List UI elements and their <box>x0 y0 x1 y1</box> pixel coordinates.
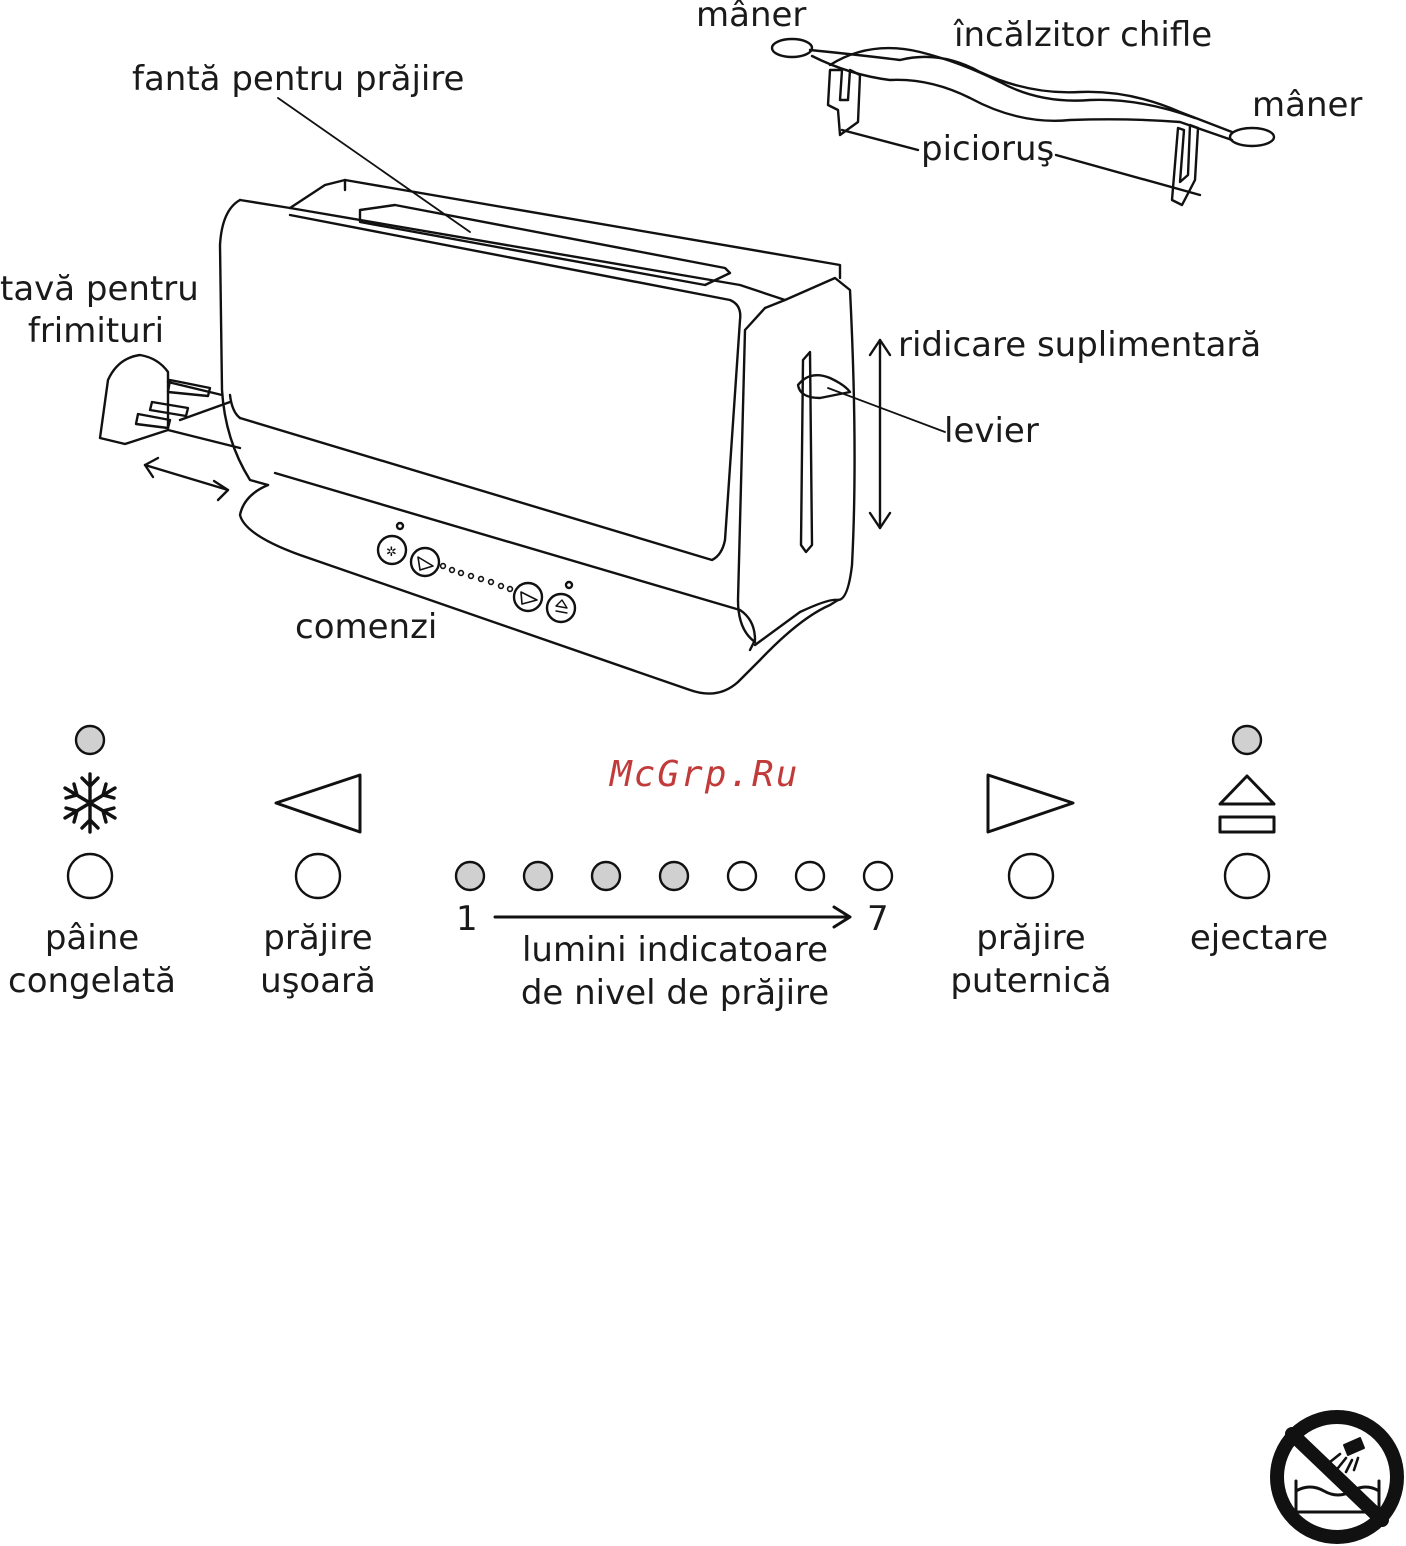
label-lever: levier <box>944 410 1039 452</box>
label-indicator-line2: de nivel de prăjire <box>500 972 850 1014</box>
eject-led <box>1233 726 1261 754</box>
label-dark-toast-line1: prăjire <box>938 917 1124 959</box>
label-indicator-line1: lumini indicatoare <box>500 929 850 971</box>
label-frozen-line1: pâine <box>0 917 184 959</box>
label-leg: picioruş <box>921 128 1054 170</box>
snowflake-icon <box>65 774 115 832</box>
label-handle-left: mâner <box>696 0 806 36</box>
level-lights <box>456 862 892 890</box>
label-toast-slot: fantă pentru prăjire <box>132 58 464 100</box>
level-light-4 <box>660 862 688 890</box>
label-scale-end: 7 <box>867 898 889 940</box>
crumb-tray[interactable] <box>100 355 168 444</box>
no-water-immersion-icon <box>1277 1417 1397 1537</box>
triangle-right-icon <box>988 775 1073 832</box>
bun-warmer-illustration <box>772 39 1274 205</box>
dark-toast-button[interactable] <box>1009 854 1053 898</box>
leg-left <box>828 70 860 135</box>
lever[interactable] <box>798 375 850 398</box>
label-controls: comenzi <box>295 606 437 648</box>
toaster-illustration: ✲ <box>100 180 890 694</box>
level-light-7 <box>864 862 892 890</box>
eject-button[interactable] <box>1225 854 1269 898</box>
eject-icon <box>1220 776 1274 832</box>
frozen-led <box>76 726 104 754</box>
label-crumb-tray-line2: frimituri <box>0 310 192 352</box>
label-dark-toast-line2: puternică <box>938 960 1124 1002</box>
handle-right <box>1230 128 1274 146</box>
svg-text:✲: ✲ <box>386 545 397 560</box>
level-light-6 <box>796 862 824 890</box>
label-eject: ejectare <box>1180 917 1338 959</box>
light-toast-button[interactable] <box>296 854 340 898</box>
level-light-2 <box>524 862 552 890</box>
label-light-toast-line2: uşoară <box>232 960 404 1002</box>
lever-slot <box>801 352 812 552</box>
watermark: McGrp.Ru <box>610 754 799 795</box>
level-light-3 <box>592 862 620 890</box>
handle-left <box>772 39 812 57</box>
label-handle-right: mâner <box>1252 84 1362 126</box>
label-bun-warmer: încălzitor chifle <box>954 14 1212 56</box>
label-crumb-tray-line1: tavă pentru <box>0 268 192 310</box>
frozen-bread-button[interactable] <box>68 854 112 898</box>
label-light-toast-line1: prăjire <box>232 917 404 959</box>
label-scale-start: 1 <box>456 898 478 940</box>
triangle-left-icon <box>276 775 360 832</box>
label-frozen-line2: congelată <box>0 960 184 1002</box>
level-light-1 <box>456 862 484 890</box>
level-light-5 <box>728 862 756 890</box>
label-extra-lift: ridicare suplimentară <box>898 324 1261 366</box>
